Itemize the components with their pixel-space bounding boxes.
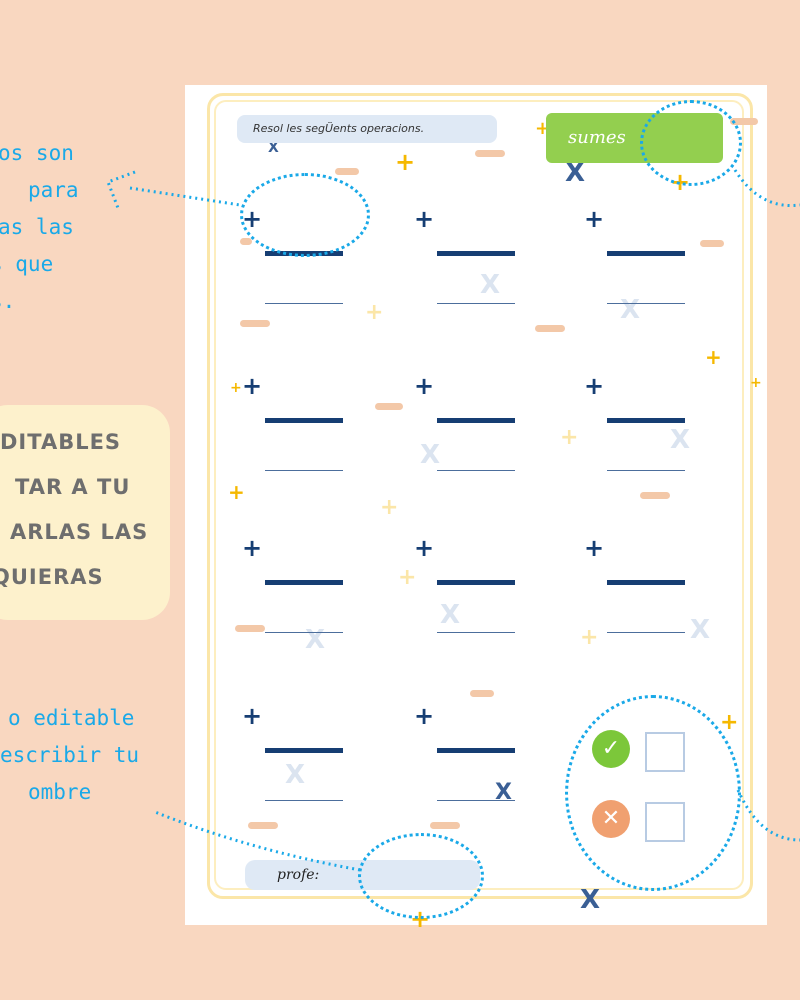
- dash-decoration: [235, 625, 265, 632]
- plus-decoration-icon: +: [560, 425, 579, 450]
- plus-decoration-icon: +: [228, 480, 245, 504]
- result-line[interactable]: [607, 470, 685, 471]
- plus-decoration-icon: +: [380, 495, 399, 520]
- callout-line: ARLAS LAS: [10, 520, 149, 544]
- text-line: o editable: [8, 706, 135, 730]
- result-line[interactable]: [437, 632, 515, 633]
- result-line[interactable]: [607, 632, 685, 633]
- dash-decoration: [240, 238, 252, 245]
- plus-sign: +: [584, 534, 605, 562]
- left-text-top: os son para as las s que s.: [0, 135, 79, 320]
- plus-decoration-icon: +: [720, 710, 739, 735]
- plus-decoration-icon: +: [395, 148, 416, 176]
- dash-decoration: [470, 690, 494, 697]
- plus-sign: +: [242, 372, 263, 400]
- plus-decoration-icon: +: [398, 565, 417, 590]
- text-line: os son: [0, 141, 74, 165]
- instruction-field[interactable]: Resol les segÜents operacions.: [237, 115, 497, 143]
- x-decoration-icon: X: [620, 295, 641, 325]
- dash-decoration: [240, 320, 270, 327]
- text-line: para: [28, 178, 79, 202]
- plus-sign: +: [414, 702, 435, 730]
- text-line: escribir tu: [0, 743, 140, 767]
- editable-callout: DITABLES TAR A TU ARLAS LAS QUIERAS: [0, 405, 170, 620]
- result-line[interactable]: [607, 303, 685, 304]
- plus-decoration-icon: +: [750, 375, 762, 391]
- result-line[interactable]: [437, 470, 515, 471]
- answer-line: [265, 580, 343, 585]
- plus-sign: +: [414, 372, 435, 400]
- answer-line: [265, 418, 343, 423]
- dash-decoration: [430, 822, 460, 829]
- answer-line: [607, 251, 685, 256]
- x-decoration-icon: X: [268, 140, 279, 156]
- answer-line: [437, 418, 515, 423]
- x-decoration-icon: X: [420, 440, 441, 470]
- dash-decoration: [335, 168, 359, 175]
- result-line[interactable]: [437, 303, 515, 304]
- dash-decoration: [730, 118, 758, 125]
- answer-line: [437, 748, 515, 753]
- dash-decoration: [375, 403, 403, 410]
- left-text-bottom: o editable escribir tu ombre: [0, 700, 139, 811]
- text-line: s que: [0, 252, 54, 276]
- dash-decoration: [475, 150, 505, 157]
- result-line[interactable]: [265, 303, 343, 304]
- x-decoration-icon: X: [690, 615, 711, 645]
- callout-line: TAR A TU: [15, 475, 131, 499]
- answer-line: [607, 418, 685, 423]
- dash-decoration: [700, 240, 724, 247]
- result-line[interactable]: [265, 632, 343, 633]
- dash-decoration: [640, 492, 670, 499]
- answer-line: [437, 251, 515, 256]
- highlight-ring-grading: [565, 695, 741, 891]
- x-decoration-icon: X: [440, 600, 461, 630]
- x-decoration-icon: X: [580, 885, 601, 915]
- highlight-ring-teacher: [358, 833, 484, 919]
- plus-sign: +: [242, 534, 263, 562]
- plus-sign: +: [584, 205, 605, 233]
- plus-sign: +: [414, 205, 435, 233]
- plus-decoration-icon: +: [705, 345, 722, 369]
- callout-line: QUIERAS: [0, 565, 104, 589]
- answer-line: [437, 580, 515, 585]
- dash-decoration: [535, 325, 565, 332]
- plus-decoration-icon: +: [580, 625, 599, 650]
- text-line: s.: [0, 289, 16, 313]
- plus-sign: +: [242, 702, 263, 730]
- dash-decoration: [248, 822, 278, 829]
- answer-line: [265, 748, 343, 753]
- plus-decoration-icon: +: [365, 300, 384, 325]
- highlight-ring-title: [640, 100, 742, 186]
- plus-decoration-icon: +: [230, 380, 242, 396]
- page-frame: [207, 93, 753, 899]
- x-decoration-icon: X: [495, 780, 512, 805]
- highlight-ring-operation: [240, 173, 370, 257]
- plus-sign: +: [584, 372, 605, 400]
- result-line[interactable]: [265, 800, 343, 801]
- result-line[interactable]: [437, 800, 515, 801]
- text-line: as las: [0, 215, 74, 239]
- result-line[interactable]: [265, 470, 343, 471]
- x-decoration-icon: X: [480, 270, 501, 300]
- callout-line: DITABLES: [0, 430, 122, 454]
- answer-line: [607, 580, 685, 585]
- x-decoration-icon: X: [670, 425, 691, 455]
- plus-sign: +: [414, 534, 435, 562]
- x-decoration-icon: X: [565, 158, 586, 188]
- x-decoration-icon: X: [285, 760, 306, 790]
- text-line: ombre: [28, 780, 92, 804]
